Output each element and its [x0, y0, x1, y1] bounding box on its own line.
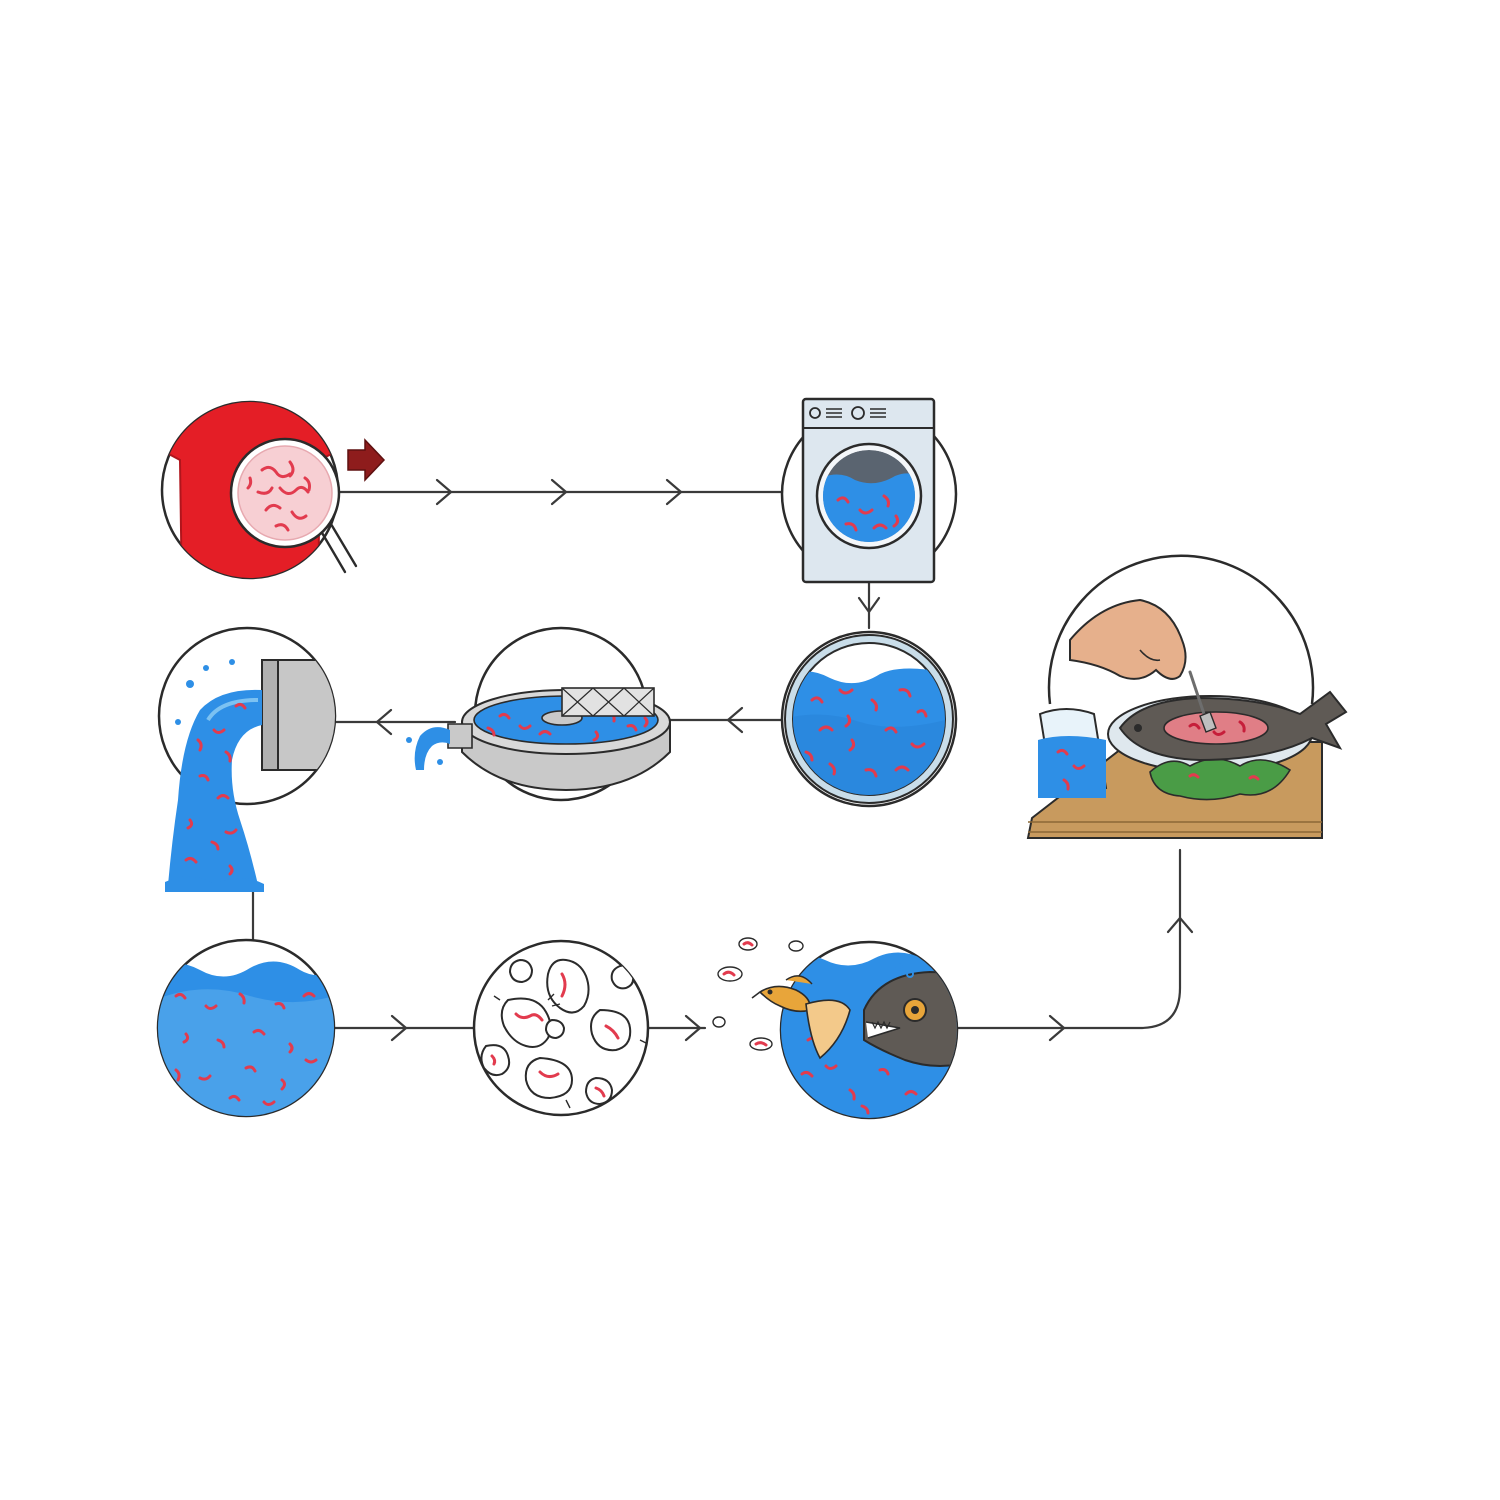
outfall-pipe-icon	[168, 689, 262, 885]
small-fish-icon	[751, 975, 851, 1060]
water-body-icon	[158, 961, 334, 1116]
flow-chevrons	[375, 478, 1194, 1042]
magnifier-handle	[316, 517, 358, 574]
chevron-right-icon	[1048, 1014, 1066, 1042]
chevron-right-icon	[665, 478, 683, 506]
stage-plankton	[472, 939, 650, 1117]
chevron-right-icon	[684, 1014, 702, 1042]
stage-washing-machine	[780, 397, 958, 584]
chevron-right-icon	[550, 478, 568, 506]
plankton-icon	[474, 958, 648, 1109]
fish-dinner-icon	[1026, 598, 1348, 839]
microfibers	[184, 702, 247, 876]
chevron-right-icon	[435, 478, 453, 506]
stage-drum	[780, 630, 958, 808]
chevron-left-icon	[375, 708, 393, 736]
chevron-right-icon	[390, 1014, 408, 1042]
arrow-right-icon	[347, 438, 386, 482]
stage-water-body	[156, 938, 336, 1118]
chevron-up-icon	[1166, 916, 1194, 934]
stage-outfall-pipe	[157, 626, 337, 892]
stage-dinner-plate	[1026, 554, 1348, 839]
flow-line-fish-to-plate	[955, 848, 1182, 1030]
fish-food-chain-icon	[781, 952, 957, 1118]
treatment-plant-icon	[406, 687, 671, 792]
stage-fish-food-chain	[712, 937, 959, 1120]
dial-icon	[851, 406, 865, 420]
dial-icon	[809, 407, 821, 419]
microfibers	[246, 460, 311, 532]
chevron-left-icon	[726, 706, 744, 734]
chevron-down-icon	[857, 596, 881, 614]
stage-shirt	[160, 400, 386, 580]
stage-treatment-plant	[406, 626, 671, 802]
